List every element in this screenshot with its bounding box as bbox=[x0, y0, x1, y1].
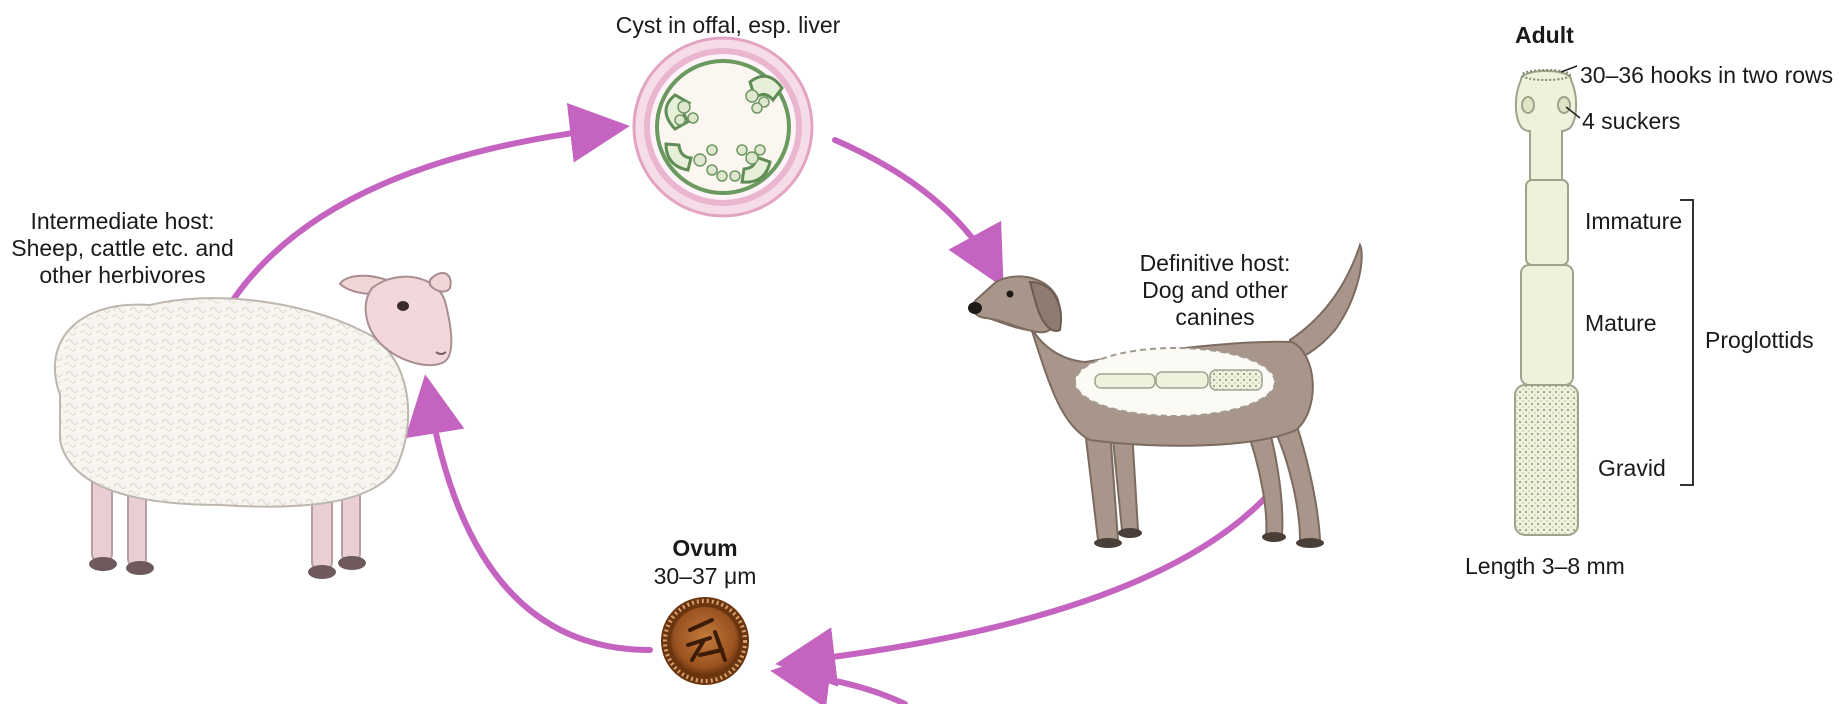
immature-proglottid bbox=[1526, 180, 1568, 265]
sheep-illustration bbox=[55, 273, 452, 579]
definitive-host-label: Definitive host: Dog and other canines bbox=[1115, 250, 1315, 331]
ovum-illustration bbox=[661, 597, 749, 685]
proglottids-bracket bbox=[1680, 200, 1693, 485]
adult-title: Adult bbox=[1515, 22, 1574, 49]
suckers-label: 4 suckers bbox=[1582, 108, 1680, 135]
arrow-ovum-to-sheep bbox=[428, 392, 650, 650]
arrow-dog-to-ovum bbox=[793, 495, 1268, 662]
hooks-label: 30–36 hooks in two rows bbox=[1580, 62, 1833, 89]
gravid-label: Gravid bbox=[1598, 455, 1666, 482]
intermediate-host-label: Intermediate host: Sheep, cattle etc. an… bbox=[0, 208, 245, 289]
ovum-title: Ovum bbox=[640, 535, 770, 562]
cyst-label: Cyst in offal, esp. liver bbox=[598, 12, 858, 39]
intermediate-host-line-2: Sheep, cattle etc. and bbox=[0, 235, 245, 262]
intermediate-host-line-1: Intermediate host: bbox=[0, 208, 245, 235]
ovum-size: 30–37 μm bbox=[620, 563, 790, 590]
definitive-host-line-2: Dog and other bbox=[1115, 277, 1315, 304]
arrow-sheep-to-cyst bbox=[233, 128, 612, 300]
gravid-proglottid bbox=[1515, 385, 1578, 535]
hydatid-cyst-illustration bbox=[634, 38, 812, 216]
length-label: Length 3–8 mm bbox=[1465, 553, 1625, 580]
definitive-host-line-1: Definitive host: bbox=[1115, 250, 1315, 277]
intermediate-host-line-3: other herbivores bbox=[0, 262, 245, 289]
immature-label: Immature bbox=[1585, 208, 1682, 235]
definitive-host-line-3: canines bbox=[1115, 304, 1315, 331]
mature-label: Mature bbox=[1585, 310, 1657, 337]
arrow-incoming-bottom bbox=[788, 673, 905, 704]
mature-proglottid bbox=[1521, 265, 1573, 385]
arrow-cyst-to-dog bbox=[835, 140, 995, 272]
proglottids-label: Proglottids bbox=[1705, 327, 1814, 354]
